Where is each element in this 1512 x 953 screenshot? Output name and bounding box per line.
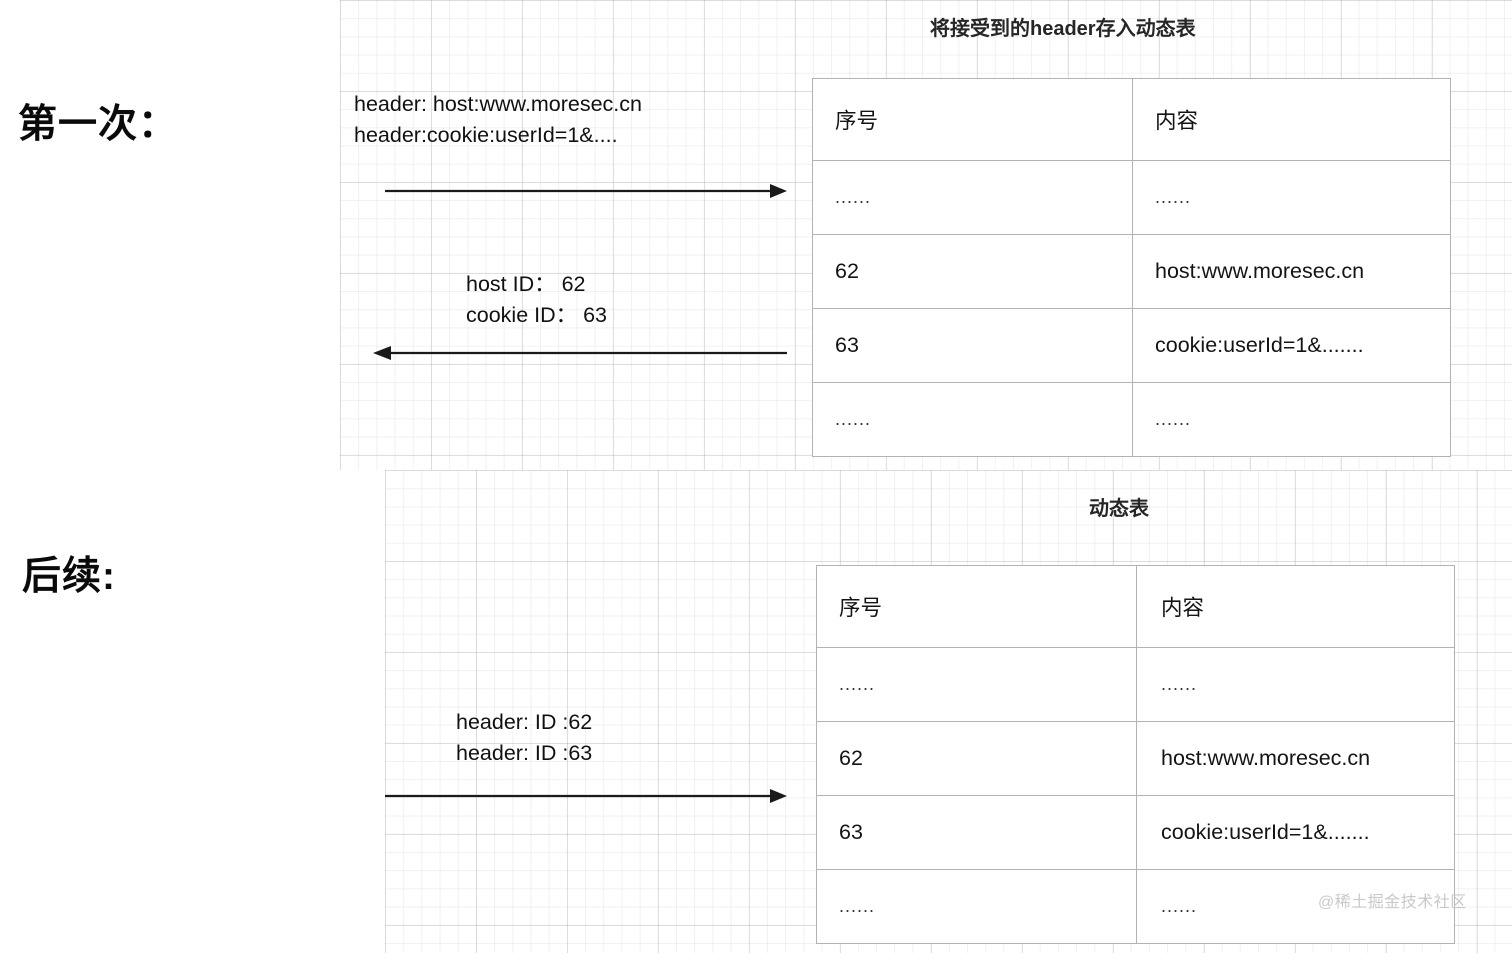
cell-index: 63 [812, 308, 1133, 383]
request-message-subsequent: header: ID :62 header: ID :63 [456, 707, 592, 769]
dynamic-table-subsequent: 序号 内容 ...... ...... 62 host:www.moresec.… [816, 565, 1455, 944]
response-first-line-2: cookie ID： 63 [466, 303, 608, 327]
column-header-content: 内容 [1132, 78, 1451, 161]
table-row: 63 cookie:userId=1&....... [816, 795, 1455, 870]
request-message-first: header: host:www.moresec.cn header:cooki… [354, 89, 642, 151]
cell-content: host:www.moresec.cn [1132, 234, 1451, 309]
cell-index: ...... [812, 160, 1133, 235]
cell-index: ...... [816, 647, 1137, 722]
column-header-index: 序号 [812, 78, 1133, 161]
cell-content: ...... [1132, 382, 1451, 457]
cell-index: 62 [812, 234, 1133, 309]
table-row: 63 cookie:userId=1&....... [812, 308, 1451, 383]
watermark: @稀土掘金技术社区 [1318, 894, 1467, 911]
diagram-title-store-header: 将接受到的header存入动态表 [930, 18, 1196, 40]
cell-content: ...... [1136, 647, 1455, 722]
table-header-row: 序号 内容 [816, 565, 1455, 648]
cell-content: cookie:userId=1&....... [1136, 795, 1455, 870]
dynamic-table-first: 序号 内容 ...... ...... 62 host:www.moresec.… [812, 78, 1451, 457]
cell-index: 62 [816, 721, 1137, 796]
arrow-request-first-rightward [385, 184, 787, 198]
cell-index: ...... [816, 869, 1137, 944]
cell-content: cookie:userId=1&....... [1132, 308, 1451, 383]
cell-index: 63 [816, 795, 1137, 870]
stage-label-subsequent-request: 后续: [22, 555, 116, 598]
column-header-index: 序号 [816, 565, 1137, 648]
dynamic-table-first-body: 序号 内容 ...... ...... 62 host:www.moresec.… [812, 78, 1451, 457]
diagram-title-dynamic-table: 动态表 [1089, 498, 1149, 520]
table-row: ...... ...... [812, 382, 1451, 457]
cell-index: ...... [812, 382, 1133, 457]
cell-content: host:www.moresec.cn [1136, 721, 1455, 796]
table-row: ...... ...... [816, 647, 1455, 722]
request-first-line-1: header: host:www.moresec.cn [354, 92, 642, 116]
response-first-line-1: host ID： 62 [466, 272, 586, 296]
arrow-request-subsequent-rightward [385, 789, 787, 803]
table-row: ...... ...... [816, 869, 1455, 944]
table-header-row: 序号 内容 [812, 78, 1451, 161]
arrow-response-first-leftward [373, 346, 787, 360]
dynamic-table-subsequent-body: 序号 内容 ...... ...... 62 host:www.moresec.… [816, 565, 1455, 944]
table-row: ...... ...... [812, 160, 1451, 235]
request-subsequent-line-2: header: ID :63 [456, 741, 593, 765]
cell-content: ...... [1132, 160, 1451, 235]
request-subsequent-line-1: header: ID :62 [456, 710, 593, 734]
column-header-content: 内容 [1136, 565, 1455, 648]
request-first-line-2: header:cookie:userId=1&.... [354, 123, 618, 147]
cell-content: ...... [1136, 869, 1455, 944]
table-row: 62 host:www.moresec.cn [812, 234, 1451, 309]
table-row: 62 host:www.moresec.cn [816, 721, 1455, 796]
response-message-first: host ID： 62 cookie ID： 63 [466, 269, 607, 331]
stage-label-first-request: 第一次： [18, 103, 179, 146]
